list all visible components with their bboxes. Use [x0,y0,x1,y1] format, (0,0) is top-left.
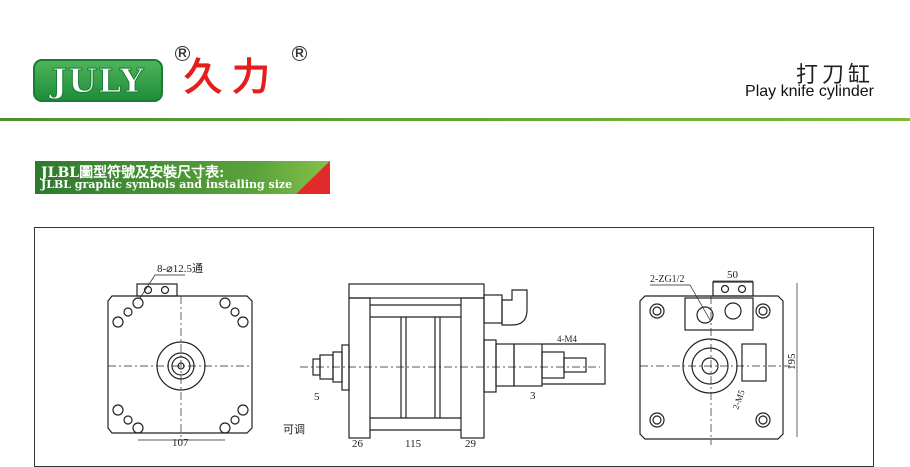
page-title-cn: 打刀缸 [795,63,874,88]
rear-dim-50: 50 [727,269,739,281]
page-title-en: Play knife cylinder [745,83,874,100]
side-view [300,283,606,439]
banner-corner-triangle [296,161,330,194]
logo-july: JULY [33,59,163,102]
banner-title-cn: JLBL圖型符號及安裝尺寸表: [41,165,225,181]
rear-port-note: 2-ZG1/2 [650,274,684,285]
logo-chinese: 久力 [184,55,281,99]
rear-dim-195: 195 [786,353,798,370]
side-dim-29: 29 [465,438,477,450]
banner-title-en: JLBL graphic symbols and installing size [41,178,293,191]
header-divider [0,118,910,121]
side-dim-5: 5 [314,391,320,403]
side-dim-26: 26 [352,438,364,450]
front-hole-note: 8-⌀12.5通 [157,262,203,275]
registered-mark-2: R [292,46,307,61]
side-dim-adjust: 可调 [283,423,305,436]
logo-july-text: JULY [51,61,145,100]
side-dim-115: 115 [405,438,422,450]
technical-drawing: 8-⌀12.5通 107 5 可调 26 115 29 3 4-M4 2-ZG1… [107,262,798,450]
registered-mark-1: R [175,46,190,61]
rear-view [639,280,798,445]
side-thread-note: 4-M4 [557,334,577,344]
front-view [107,274,253,441]
section-banner: JLBL圖型符號及安裝尺寸表: JLBL graphic symbols and… [35,161,330,194]
side-dim-3: 3 [530,390,536,402]
front-dim-107: 107 [172,437,189,449]
rear-screw-note: 2-M5 [730,388,746,411]
